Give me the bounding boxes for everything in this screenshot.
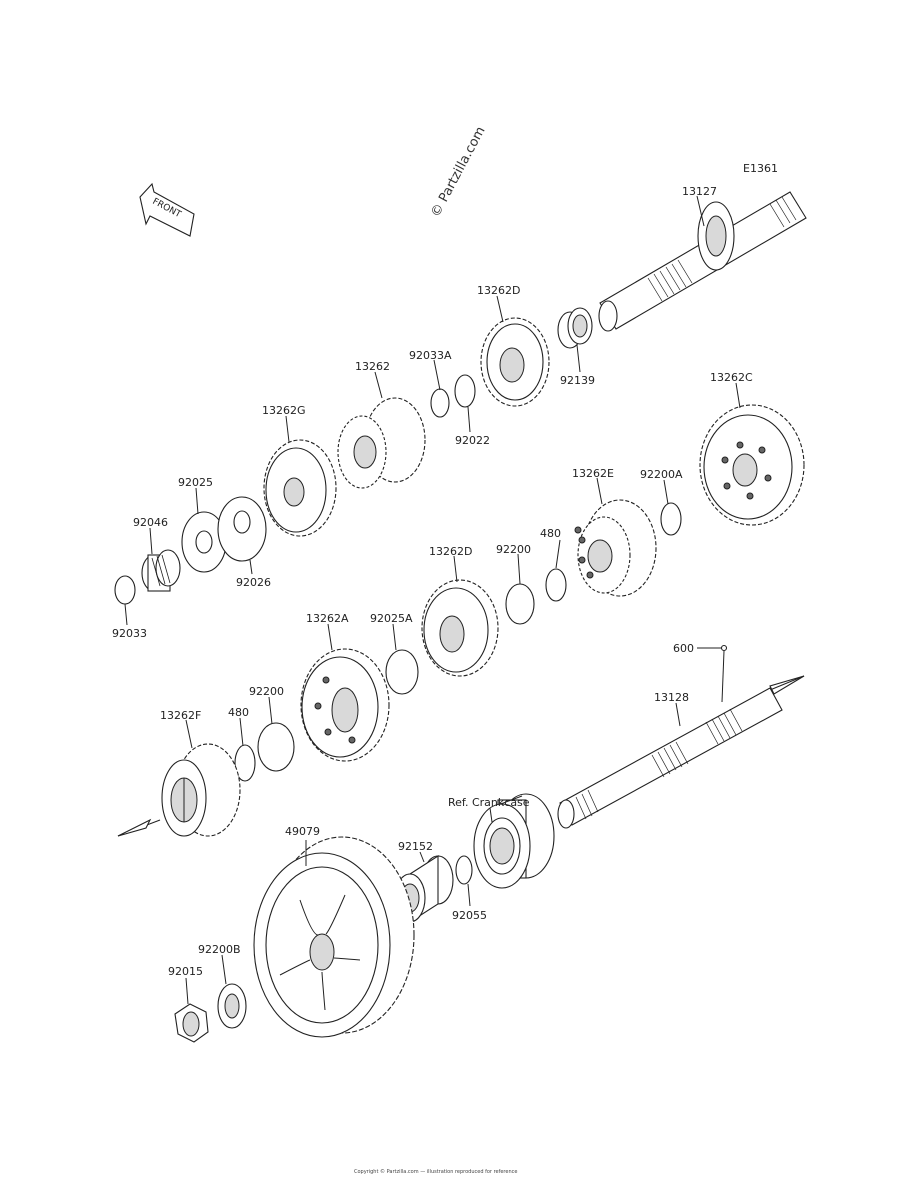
washer-92026	[217, 496, 267, 562]
label-13262C-right: 13262C	[710, 371, 753, 384]
shaft-13128	[557, 687, 783, 829]
washer-92022	[454, 374, 476, 408]
label-92055: 92055	[452, 909, 487, 922]
label-480-upper: 480	[540, 527, 561, 540]
shaft-13127	[598, 191, 807, 332]
label-92022: 92022	[455, 434, 490, 447]
label-92025: 92025	[178, 476, 213, 489]
label-480-lower: 480	[228, 706, 249, 719]
gear-13262A	[300, 648, 390, 762]
washer-92200A	[660, 502, 682, 536]
label-92025A: 92025A	[370, 612, 413, 625]
footer-copyright: Copyright © Partzilla.com — illustration…	[354, 1168, 517, 1175]
label-13262D-mid: 13262D	[429, 545, 472, 558]
gear-13262G	[263, 439, 337, 537]
label-ref-crankcase: Ref. Crankcase	[448, 796, 530, 809]
nut-92015	[174, 1003, 209, 1043]
diagram-code: E1361	[743, 162, 778, 175]
gear-13262D-top	[480, 317, 550, 407]
label-92046: 92046	[133, 516, 168, 529]
label-13262G: 13262G	[262, 404, 306, 417]
label-92015: 92015	[168, 965, 203, 978]
label-13128: 13128	[654, 691, 689, 704]
label-600: 600	[673, 642, 694, 655]
collar-92152	[394, 854, 454, 924]
washer-92200-lower	[257, 722, 295, 772]
watermark-text: © Partzilla.com	[428, 124, 488, 220]
label-92033: 92033	[112, 627, 147, 640]
label-13262A: 13262A	[306, 612, 349, 625]
washer-92200B	[217, 983, 247, 1029]
label-13127: 13127	[682, 185, 717, 198]
washer-92200-upper	[505, 583, 535, 625]
circlip-480-lower	[234, 744, 256, 782]
label-92200A: 92200A	[640, 468, 683, 481]
gear-13262E	[574, 499, 657, 597]
gear-13262C-right	[699, 404, 805, 526]
label-13262D-top: 13262D	[477, 284, 520, 297]
circlip-92033	[114, 575, 136, 605]
label-13262F: 13262F	[160, 709, 201, 722]
label-92026: 92026	[236, 576, 271, 589]
bushing-92139	[557, 307, 593, 349]
label-13262: 13262	[355, 360, 390, 373]
front-arrow-icon: FRONT	[139, 182, 195, 237]
label-92200-lower: 92200	[249, 685, 284, 698]
label-49079: 49079	[285, 825, 320, 838]
gear-13262	[337, 397, 426, 489]
bearing-92046	[141, 549, 181, 592]
label-92033A: 92033A	[409, 349, 452, 362]
gear-49079	[253, 836, 415, 1038]
label-92139: 92139	[560, 374, 595, 387]
label-92200B: 92200B	[198, 943, 241, 956]
circlip-92033A	[430, 388, 450, 418]
label-92200-upper: 92200	[496, 543, 531, 556]
label-92152: 92152	[398, 840, 433, 853]
washer-92025A	[385, 649, 419, 695]
circlip-480-upper	[545, 568, 567, 602]
bearing-crankcase	[473, 793, 555, 889]
gear-13262D-mid	[421, 579, 499, 677]
label-13262E: 13262E	[572, 467, 614, 480]
gear-13262F	[161, 743, 241, 837]
oring-92055	[455, 855, 473, 885]
